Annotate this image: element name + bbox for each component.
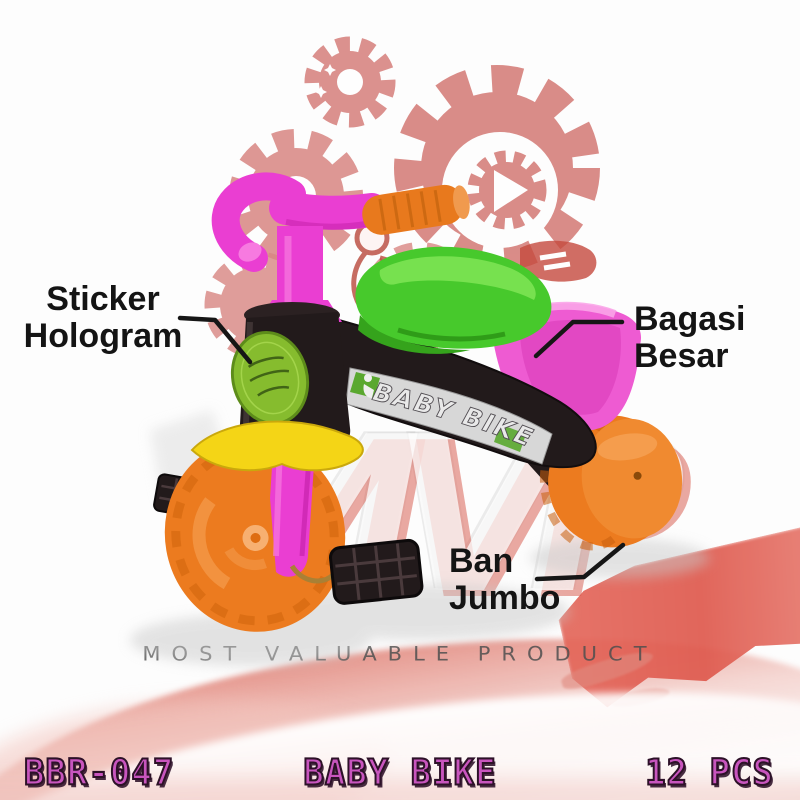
pointer-line-sticker-hologram xyxy=(177,315,253,365)
rider-icon xyxy=(363,374,374,398)
rear-hub-dot xyxy=(633,471,642,480)
handlebar-grip xyxy=(362,184,470,235)
frame-green-stripe xyxy=(494,424,526,452)
callout-line: Besar xyxy=(634,337,729,376)
callout-ban-jumbo: Ban Jumbo xyxy=(449,542,561,618)
model-code-label: BBR-047 xyxy=(23,751,175,795)
quantity-label: 12 PCS xyxy=(644,751,774,795)
pointer-line-bagasi-besar xyxy=(533,319,625,359)
callout-line: Ban xyxy=(449,542,514,580)
seat xyxy=(355,246,552,354)
fender xyxy=(190,420,364,472)
callout-line: Sticker xyxy=(46,280,160,318)
handlebar-horn xyxy=(211,172,306,272)
product-name-label: BABY BIKE xyxy=(302,751,497,795)
head-tube xyxy=(230,302,351,450)
callout-line: Hologram xyxy=(23,317,183,356)
pedal-right xyxy=(329,538,424,605)
front-hub-dot xyxy=(250,532,261,543)
mascot-bike-doodle xyxy=(520,240,597,282)
callout-sticker-hologram: Sticker Hologram xyxy=(14,280,192,356)
sparkle-icon xyxy=(324,64,336,76)
play-icon xyxy=(494,170,528,212)
callout-line: Bagasi xyxy=(634,300,746,338)
pointer-line-ban-jumbo xyxy=(534,542,626,582)
gear-icon xyxy=(304,36,396,128)
sparkle-icon xyxy=(315,86,327,98)
callout-bagasi-besar: Bagasi Besar xyxy=(634,300,746,376)
callout-line: Jumbo xyxy=(449,579,561,618)
